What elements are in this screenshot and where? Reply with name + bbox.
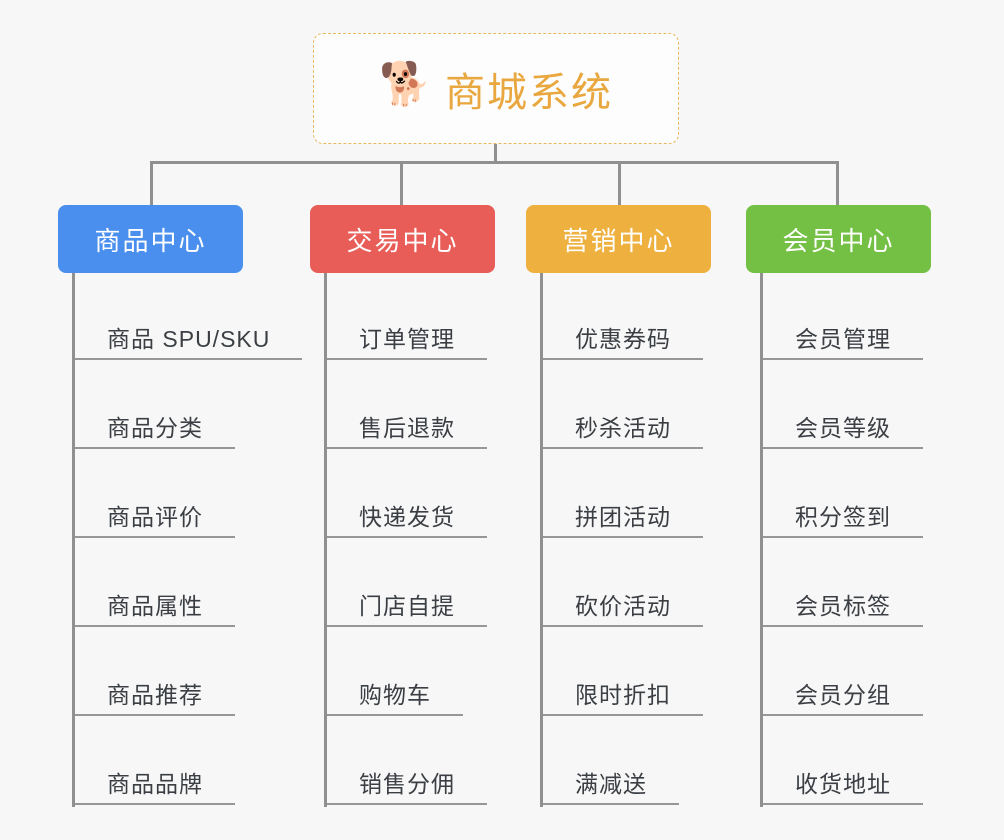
category-node-marketing-center[interactable]: 营销中心 (526, 205, 711, 273)
connector-drop-trade-center (400, 161, 403, 207)
leaf-label: 商品分类 (75, 409, 235, 449)
leaf-list-trade-center: 订单管理 售后退款 快递发货 门店自提 购物车 销售分佣 (324, 273, 525, 807)
branch-trade-center: 交易中心 订单管理 售后退款 快递发货 门店自提 购物车 销售分佣 (310, 205, 525, 807)
list-item[interactable]: 会员标签 (763, 540, 946, 629)
connector-drop-member-center (836, 161, 839, 207)
list-item[interactable]: 积分签到 (763, 451, 946, 540)
list-item[interactable]: 秒杀活动 (543, 362, 726, 451)
list-item[interactable]: 商品推荐 (75, 629, 298, 718)
leaf-label: 会员管理 (763, 320, 923, 360)
list-item[interactable]: 购物车 (327, 629, 525, 718)
leaf-label: 秒杀活动 (543, 409, 703, 449)
branch-marketing-center: 营销中心 优惠券码 秒杀活动 拼团活动 砍价活动 限时折扣 满减送 (526, 205, 726, 807)
list-item[interactable]: 快递发货 (327, 451, 525, 540)
category-label: 营销中心 (562, 225, 675, 256)
list-item[interactable]: 满减送 (543, 718, 726, 807)
root-node-title: 商城系统 (445, 70, 613, 115)
leaf-list-member-center: 会员管理 会员等级 积分签到 会员标签 会员分组 收货地址 (760, 273, 946, 807)
list-item[interactable]: 商品品牌 (75, 718, 298, 807)
leaf-label: 商品 SPU/SKU (75, 320, 303, 360)
category-node-member-center[interactable]: 会员中心 (746, 205, 931, 273)
list-item[interactable]: 商品属性 (75, 540, 298, 629)
category-label: 会员中心 (782, 225, 895, 256)
leaf-list-marketing-center: 优惠券码 秒杀活动 拼团活动 砍价活动 限时折扣 满减送 (540, 273, 726, 807)
list-item[interactable]: 商品分类 (75, 362, 298, 451)
leaf-list-product-center: 商品 SPU/SKU 商品分类 商品评价 商品属性 商品推荐 商品品牌 (72, 273, 303, 807)
list-item[interactable]: 售后退款 (327, 362, 525, 451)
category-node-trade-center[interactable]: 交易中心 (310, 205, 495, 273)
shiba-dog-face-icon: 🐕 (379, 59, 432, 107)
list-item[interactable]: 门店自提 (327, 540, 525, 629)
list-item[interactable]: 商品 SPU/SKU (75, 273, 303, 362)
leaf-label: 满减送 (543, 765, 679, 805)
list-item[interactable]: 限时折扣 (543, 629, 726, 718)
leaf-label: 商品属性 (75, 587, 235, 627)
list-item[interactable]: 会员管理 (763, 273, 946, 362)
list-item[interactable]: 销售分佣 (327, 718, 525, 807)
leaf-label: 快递发货 (327, 498, 487, 538)
list-item[interactable]: 优惠券码 (543, 273, 726, 362)
leaf-label: 积分签到 (763, 498, 923, 538)
connector-drop-marketing-center (618, 161, 621, 207)
category-node-product-center[interactable]: 商品中心 (58, 205, 243, 273)
leaf-label: 商品评价 (75, 498, 235, 538)
list-item[interactable]: 砍价活动 (543, 540, 726, 629)
branch-member-center: 会员中心 会员管理 会员等级 积分签到 会员标签 会员分组 收货地址 (746, 205, 946, 807)
list-item[interactable]: 收货地址 (763, 718, 946, 807)
list-item[interactable]: 会员分组 (763, 629, 946, 718)
leaf-label: 销售分佣 (327, 765, 487, 805)
leaf-label: 会员标签 (763, 587, 923, 627)
leaf-label: 商品推荐 (75, 676, 235, 716)
leaf-label: 会员分组 (763, 676, 923, 716)
leaf-label: 购物车 (327, 676, 463, 716)
leaf-label: 门店自提 (327, 587, 487, 627)
list-item[interactable]: 商品评价 (75, 451, 298, 540)
leaf-label: 商品品牌 (75, 765, 235, 805)
connector-horizontal-bar (150, 161, 838, 164)
leaf-label: 收货地址 (763, 765, 923, 805)
root-node-mall-system[interactable]: 🐕 商城系统 (313, 33, 679, 144)
leaf-label: 会员等级 (763, 409, 923, 449)
leaf-label: 订单管理 (327, 320, 487, 360)
leaf-label: 拼团活动 (543, 498, 703, 538)
leaf-label: 优惠券码 (543, 320, 703, 360)
category-label: 商品中心 (94, 225, 207, 256)
connector-drop-product-center (150, 161, 153, 207)
list-item[interactable]: 订单管理 (327, 273, 525, 362)
branch-product-center: 商品中心 商品 SPU/SKU 商品分类 商品评价 商品属性 商品推荐 商品品牌 (58, 205, 303, 807)
category-label: 交易中心 (346, 225, 459, 256)
leaf-label: 售后退款 (327, 409, 487, 449)
list-item[interactable]: 会员等级 (763, 362, 946, 451)
connector-root-stem (494, 144, 497, 162)
leaf-label: 限时折扣 (543, 676, 703, 716)
leaf-label: 砍价活动 (543, 587, 703, 627)
list-item[interactable]: 拼团活动 (543, 451, 726, 540)
